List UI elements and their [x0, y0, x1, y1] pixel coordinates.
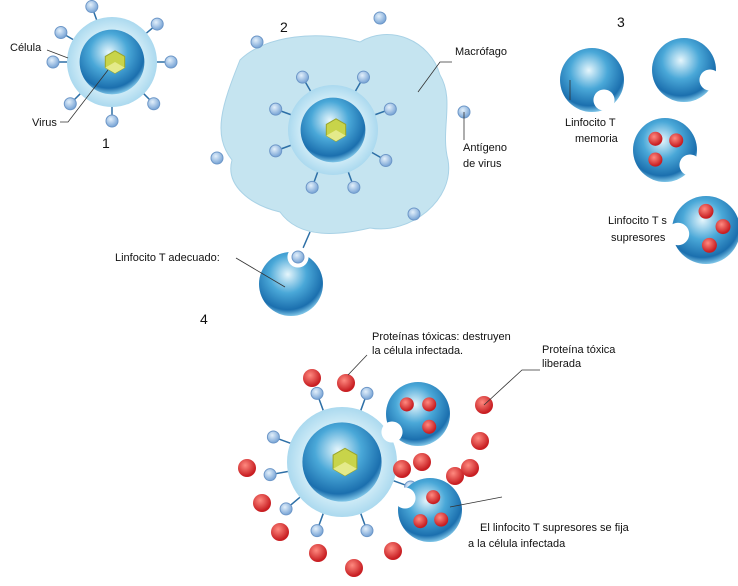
released-toxic-protein [345, 559, 363, 577]
t-lymphocyte [652, 38, 716, 102]
antigen-icon [291, 250, 305, 264]
toxic-protein [434, 512, 449, 527]
toxic-protein [701, 237, 717, 253]
antigen-icon [357, 70, 370, 84]
receptor-notch [679, 154, 701, 176]
released-toxic-protein [303, 369, 321, 387]
label-released-2: liberada [542, 358, 582, 370]
released-toxic-protein [471, 432, 489, 450]
toxic-protein [422, 397, 437, 412]
released-toxic-protein [271, 523, 289, 541]
toxic-protein [648, 131, 663, 146]
antigen-icon [210, 151, 224, 165]
label-virus: Virus [32, 117, 57, 129]
label-released-1: Proteína tóxica [542, 344, 616, 356]
label-toxic-1: Proteínas tóxicas: destruyen [372, 331, 511, 343]
suppressor-t-attached [398, 478, 462, 542]
antigen-icon [250, 35, 264, 49]
label-antigen-2: de virus [463, 158, 502, 170]
label-antigen-1: Antígeno [463, 142, 507, 154]
adequate-t-lymphocyte [259, 252, 323, 316]
label-memory-t-1: Linfocito T [565, 117, 616, 129]
antigen-icon [373, 11, 387, 25]
antigen-icon [360, 524, 374, 538]
lymphocytes-panel-3 [560, 38, 738, 264]
antigen-icon [269, 102, 283, 116]
released-toxic-protein [253, 494, 271, 512]
antigen-icon [164, 55, 178, 69]
suppressor-t-lymphocyte [672, 196, 738, 264]
receptor-notch [394, 487, 416, 509]
toxic-protein [413, 514, 428, 529]
antigen-icon [263, 468, 277, 482]
receptor-notch [381, 421, 403, 443]
step-4: 4 [200, 311, 208, 327]
antigen-icon [360, 386, 374, 400]
toxic-protein [698, 203, 714, 219]
antigen-icon [150, 17, 164, 31]
virus-facet [326, 130, 346, 142]
label-memory-t-2: memoria [575, 133, 619, 145]
antigen-icon [305, 180, 319, 194]
antigen-icon [383, 102, 397, 116]
released-toxic-protein [238, 459, 256, 477]
infected-cell-1 [46, 0, 178, 128]
step-3: 3 [617, 14, 625, 30]
antigen-icon [147, 97, 161, 111]
toxic-protein [669, 133, 684, 148]
released-toxic-protein [384, 542, 402, 560]
toxic-protein [648, 152, 663, 167]
label-adequate-t: Linfocito T adecuado: [115, 252, 220, 264]
antigen-icon [266, 430, 280, 444]
receptor-notch [666, 222, 690, 246]
antigen-icon [105, 114, 119, 128]
released-toxic-protein [461, 459, 479, 477]
released-toxic-protein [393, 460, 411, 478]
virus-facet [333, 462, 357, 476]
antigen-icon [85, 0, 99, 14]
released-toxic-protein [446, 467, 464, 485]
released-toxic-protein [309, 544, 327, 562]
infected-cell-attack [238, 369, 493, 577]
label-binds-1: El linfocito T supresores se fija [480, 522, 630, 534]
toxic-protein [399, 397, 414, 412]
infected-cell-2 [210, 11, 471, 316]
receptor-notch [593, 89, 615, 111]
label-toxic-2: la célula infectada. [372, 345, 463, 357]
label-cell: Célula [10, 42, 42, 54]
toxic-protein [422, 419, 437, 434]
label-suppressor-t-2: supresores [611, 232, 666, 244]
virus-facet [105, 62, 125, 74]
antigen-icon [269, 144, 283, 158]
step-2: 2 [280, 19, 288, 35]
antigen-icon [279, 502, 293, 516]
toxic-protein [426, 490, 441, 505]
antigen-icon [63, 97, 77, 111]
released-toxic-protein [413, 453, 431, 471]
antigen-icon [296, 70, 309, 84]
antigen-icon [407, 207, 421, 221]
antigen-icon [379, 154, 393, 167]
step-1: 1 [102, 135, 110, 151]
released-toxic-protein [337, 374, 355, 392]
antigen-icon [46, 55, 60, 69]
antigen-icon [310, 386, 324, 400]
label-binds-2: a la célula infectada [468, 538, 566, 550]
label-macrophage: Macrófago [455, 46, 507, 58]
antigen-icon [54, 26, 68, 39]
toxic-protein [715, 219, 731, 235]
label-suppressor-t-1: Linfocito T s [608, 215, 667, 227]
receptor-notch [699, 69, 721, 91]
antigen-icon [347, 180, 361, 194]
antigen-icon [310, 524, 324, 538]
